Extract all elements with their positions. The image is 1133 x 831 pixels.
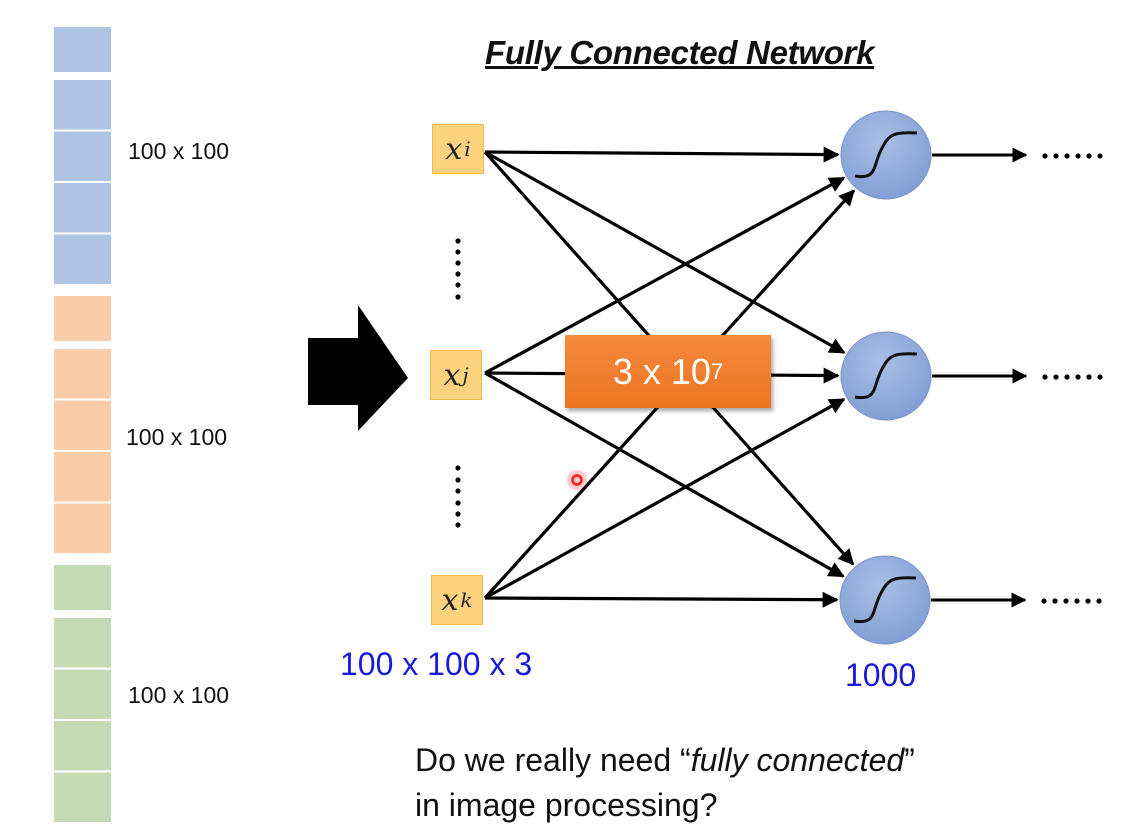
- input-var: x: [445, 131, 463, 167]
- output-neurons: [839, 110, 932, 645]
- output-ellipsis: [1042, 374, 1103, 380]
- ellipsis-dot: [1085, 598, 1091, 604]
- question-suffix: ”: [904, 742, 915, 778]
- channel-red: [54, 27, 111, 284]
- neuron-count-label: 1000: [845, 657, 917, 693]
- input-var: x: [441, 582, 459, 618]
- neuron-node: [840, 331, 932, 421]
- question-text: Do we really need “fully connected” in i…: [415, 738, 915, 828]
- input-subscript: i: [464, 137, 471, 161]
- ellipsis-dot: [1041, 598, 1047, 604]
- edge-2-1: [484, 397, 846, 600]
- output-ellipsis: [1041, 598, 1102, 604]
- input-arrow-icon: [308, 305, 408, 431]
- neuron-node: [840, 110, 932, 200]
- channel-segment: [54, 234, 111, 284]
- question-line-2: in image processing?: [415, 787, 718, 823]
- ellipsis-dot: [1053, 374, 1059, 380]
- channel-segment: [54, 503, 111, 553]
- channel-blue: [54, 565, 111, 822]
- diagram-title: Fully Connected Network: [485, 34, 875, 71]
- question-emphasis: fully connected: [690, 742, 905, 778]
- ellipsis-dot: [1042, 153, 1048, 159]
- edge-0-1: [484, 150, 846, 354]
- ellipsis-dot: [1052, 598, 1058, 604]
- output-ellipsis: [1042, 153, 1103, 159]
- edge-0-0: [484, 146, 840, 163]
- channel-segment: [54, 721, 111, 771]
- question-prefix: Do we really need “: [415, 742, 691, 778]
- channel-size-label: 100 x 100: [126, 424, 228, 450]
- channel-segment: [54, 565, 111, 610]
- edge-2-2: [484, 591, 839, 608]
- neuron-circle: [840, 331, 932, 421]
- channel-segment: [54, 772, 111, 822]
- input-ellipsis-bottom: [455, 465, 461, 528]
- edge-1-2: [484, 371, 845, 578]
- neuron-circle: [840, 110, 932, 200]
- weights-count-exponent: 7: [710, 358, 724, 384]
- input-var: x: [443, 357, 461, 393]
- sigmoid-icon: [853, 576, 917, 624]
- channel-segment: [54, 349, 111, 399]
- input-ellipsis-top: [455, 238, 461, 300]
- channel-green: [54, 296, 111, 553]
- laser-pointer-icon: [567, 470, 587, 490]
- output-arrows: [931, 147, 1103, 608]
- channel-segment: [54, 80, 111, 130]
- ellipsis-dot: [1053, 153, 1059, 159]
- input-subscript: j: [462, 363, 469, 387]
- channel-segment: [54, 183, 111, 233]
- channel-segment: [54, 618, 111, 668]
- sigmoid-icon: [854, 352, 918, 400]
- ellipsis-dot: [1086, 374, 1092, 380]
- channel-segment: [54, 452, 111, 502]
- ellipsis-dot: [1097, 153, 1103, 159]
- channel-segment: [54, 131, 111, 181]
- ellipsis-dot: [1075, 374, 1081, 380]
- input-subscript: k: [460, 588, 473, 612]
- channel-segment: [54, 27, 111, 72]
- ellipsis-dot: [1064, 374, 1070, 380]
- ellipsis-dot: [1086, 153, 1092, 159]
- input-size-label: 100 x 100 x 3: [340, 646, 533, 682]
- edge-1-0: [484, 176, 846, 375]
- neuron-node: [839, 555, 931, 645]
- ellipsis-dot: [1064, 153, 1070, 159]
- question-line-1: Do we really need “fully connected”: [415, 738, 915, 783]
- image-channel-stack: [54, 27, 111, 822]
- channel-size-label: 100 x 100: [128, 138, 230, 164]
- ellipsis-dot: [1075, 153, 1081, 159]
- sigmoid-icon: [854, 131, 918, 179]
- channel-segment: [54, 669, 111, 719]
- channel-segment: [54, 400, 111, 450]
- channel-segment: [54, 296, 111, 341]
- ellipsis-dot: [1042, 374, 1048, 380]
- ellipsis-dot: [1096, 598, 1102, 604]
- ellipsis-dot: [1063, 598, 1069, 604]
- ellipsis-dot: [1074, 598, 1080, 604]
- channel-size-label: 100 x 100: [128, 682, 230, 708]
- ellipsis-dot: [1097, 374, 1103, 380]
- neuron-circle: [839, 555, 931, 645]
- weights-count-base: 3 x 10: [612, 350, 711, 392]
